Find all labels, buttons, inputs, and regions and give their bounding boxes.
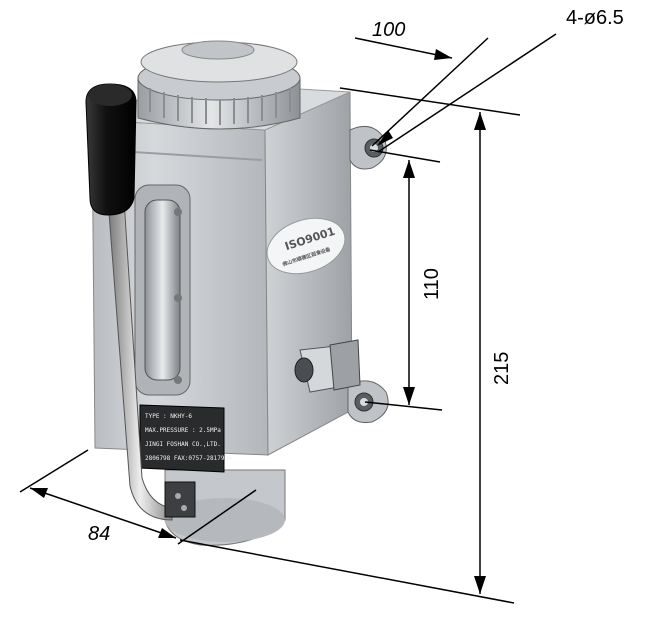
nameplate-type: TYPE : NKHY-6 — [145, 413, 192, 420]
nameplate-company: JINGI FOSHAN CO.,LTD. — [145, 441, 221, 448]
dimension-arrowheads — [30, 49, 486, 594]
dimension-lines — [19, 33, 557, 604]
sight-glass — [134, 184, 191, 396]
dim-depth-label: 84 — [88, 523, 110, 545]
dim-top-width-label: 100 — [372, 19, 405, 41]
dim-holes-label: 4-ø6.5 — [566, 7, 624, 29]
dim-total-height-label: 215 — [491, 352, 513, 385]
dim-hole-spacing-label: 110 — [421, 268, 443, 300]
nameplate-contact: 2806798 FAX:0757-2817996 — [145, 455, 232, 462]
nameplate-pressure: MAX.PRESSURE : 2.5MPa — [145, 427, 221, 434]
pump-handle — [85, 83, 196, 521]
nameplate: TYPE : NKHY-6 MAX.PRESSURE : 2.5MPa JING… — [139, 404, 232, 473]
outlet-fitting — [294, 339, 361, 393]
iso-badge: ISO9001 佛山市顺德区润滑设备 — [266, 217, 346, 275]
filler-cap — [137, 40, 301, 130]
